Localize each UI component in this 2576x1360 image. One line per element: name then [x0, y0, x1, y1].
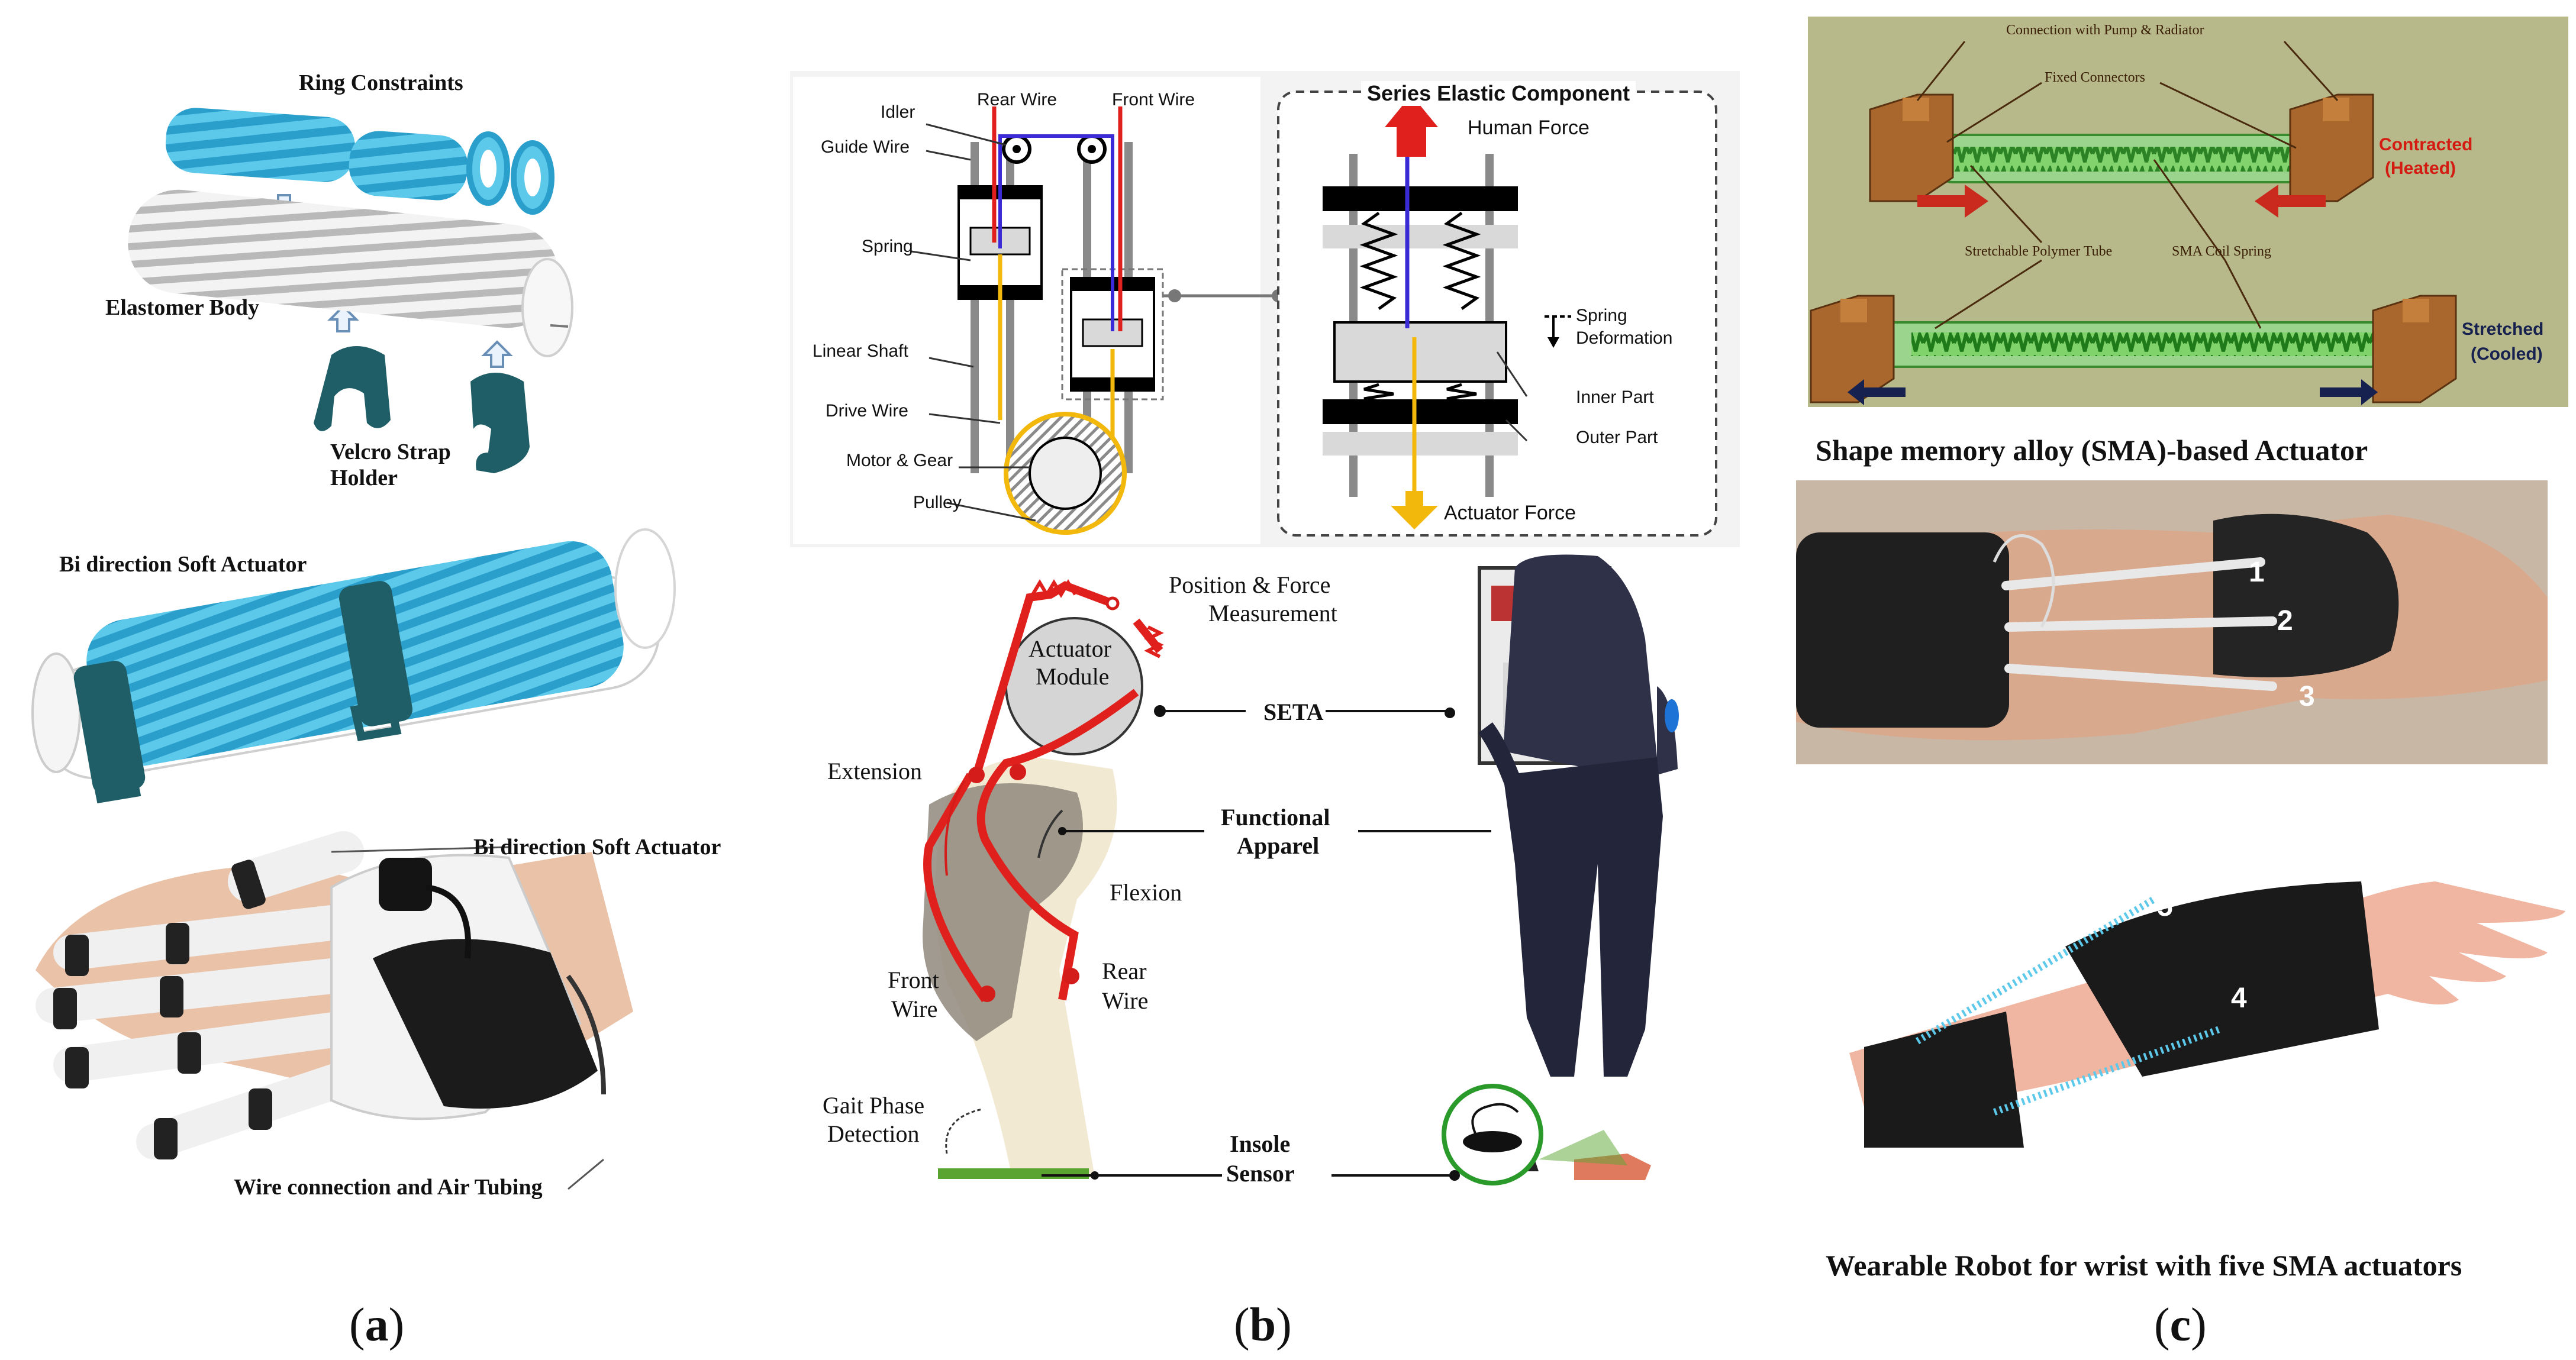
- sma-arm-photo-1: [1796, 480, 2548, 764]
- motor-gear-label: Motor & Gear: [846, 451, 953, 470]
- actuator-number-3: 3: [2299, 681, 2315, 712]
- series-elastic-title: Series Elastic Component: [1361, 81, 1636, 106]
- stretchable-tube-label: Stretchable Polymer Tube: [1965, 244, 2113, 259]
- gait-phase-label-2: Detection: [827, 1120, 920, 1147]
- holder-label: Holder: [330, 466, 398, 490]
- gait-phase-label-1: Gait Phase: [823, 1092, 925, 1119]
- front-wire-label: Front Wire: [1112, 90, 1195, 109]
- flexion-label: Flexion: [1110, 879, 1182, 906]
- actuator-number-5: 5: [2157, 891, 2173, 922]
- wearable-caption: Wearable Robot for wrist with five SMA a…: [1826, 1249, 2462, 1282]
- panel-c-letter: (c): [2154, 1299, 2207, 1351]
- spring-deformation-label-1: Spring: [1576, 306, 1627, 325]
- position-force-label-2: Measurement: [1208, 600, 1337, 626]
- guide-wire-label: Guide Wire: [821, 137, 910, 157]
- actuator-number-4: 4: [2231, 983, 2247, 1014]
- drive-wire-label: Drive Wire: [826, 401, 908, 421]
- rear-wire-label: Rear Wire: [977, 90, 1058, 109]
- actuator-module-label-2: Module: [1036, 663, 1110, 690]
- stretched-label-2: (Cooled): [2471, 344, 2543, 364]
- linear-shaft-label: Linear Shaft: [813, 341, 908, 361]
- functional-apparel-label-2: Apparel: [1237, 832, 1320, 859]
- extension-label: Extension: [827, 758, 922, 784]
- velcro-strap-label: Velcro Strap: [330, 440, 451, 464]
- contracted-actuator-art: [1869, 93, 2374, 218]
- panel-a-letter: (a): [349, 1299, 405, 1351]
- fixed-connectors-label: Fixed Connectors: [2045, 70, 2145, 85]
- bi-direction-label-1: Bi direction Soft Actuator: [59, 552, 307, 577]
- actuator-number-2: 2: [2277, 605, 2293, 637]
- wire-connection-label: Wire connection and Air Tubing: [234, 1175, 543, 1200]
- connection-pump-label: Connection with Pump & Radiator: [2006, 22, 2204, 38]
- inner-part-label: Inner Part: [1576, 387, 1654, 407]
- front-wire-bottom-label-2: Wire: [891, 996, 938, 1022]
- actuator-number-1: 1: [2249, 557, 2265, 588]
- pulley-label: Pulley: [913, 493, 962, 512]
- rear-wire-bottom-label-1: Rear: [1102, 958, 1147, 984]
- outer-part-label: Outer Part: [1576, 428, 1658, 447]
- bi-direction-actuator-art: [31, 528, 676, 804]
- bi-direction-label-2: Bi direction Soft Actuator: [473, 835, 721, 860]
- front-wire-bottom-label-1: Front: [888, 967, 939, 993]
- sma-hand-photo-2: [1796, 784, 2565, 1186]
- elastomer-body-label: Elastomer Body: [105, 295, 260, 320]
- ring-constraints-art: [165, 108, 554, 215]
- idler-label: Idler: [881, 102, 915, 122]
- stretched-actuator-art: [1810, 295, 2457, 405]
- elastomer-body-art: [128, 189, 573, 357]
- actuator-force-label: Actuator Force: [1444, 502, 1576, 524]
- contracted-label-1: Contracted: [2379, 135, 2473, 154]
- ring-constraints-label: Ring Constraints: [299, 70, 463, 95]
- seta-label: SETA: [1263, 699, 1324, 725]
- functional-apparel-label-1: Functional: [1221, 804, 1330, 831]
- knee-diagram-art: [923, 579, 1164, 1179]
- exosuit-person-art: [1478, 554, 1679, 1180]
- sma-coil-label: SMA Coil Spring: [2172, 244, 2272, 259]
- velcro-holders-art: [314, 346, 530, 473]
- panel-a-leaders: [331, 846, 604, 1190]
- spring-label: Spring: [862, 237, 913, 256]
- spring-deformation-label-2: Deformation: [1576, 328, 1673, 348]
- human-force-label: Human Force: [1468, 117, 1590, 139]
- actuator-module-label-1: Actuator: [1029, 635, 1111, 662]
- rear-wire-bottom-label-2: Wire: [1102, 987, 1149, 1014]
- insole-sensor-label-2: Sensor: [1226, 1160, 1295, 1187]
- position-force-label-1: Position & Force: [1169, 571, 1331, 598]
- contracted-label-2: (Heated): [2385, 159, 2456, 178]
- panel-b-letter: (b): [1234, 1299, 1292, 1351]
- soft-glove-hand-art: [36, 831, 633, 1159]
- sma-caption: Shape memory alloy (SMA)-based Actuator: [1816, 434, 2368, 467]
- insole-sensor-label-1: Insole: [1230, 1130, 1291, 1157]
- stretched-label-1: Stretched: [2462, 319, 2544, 339]
